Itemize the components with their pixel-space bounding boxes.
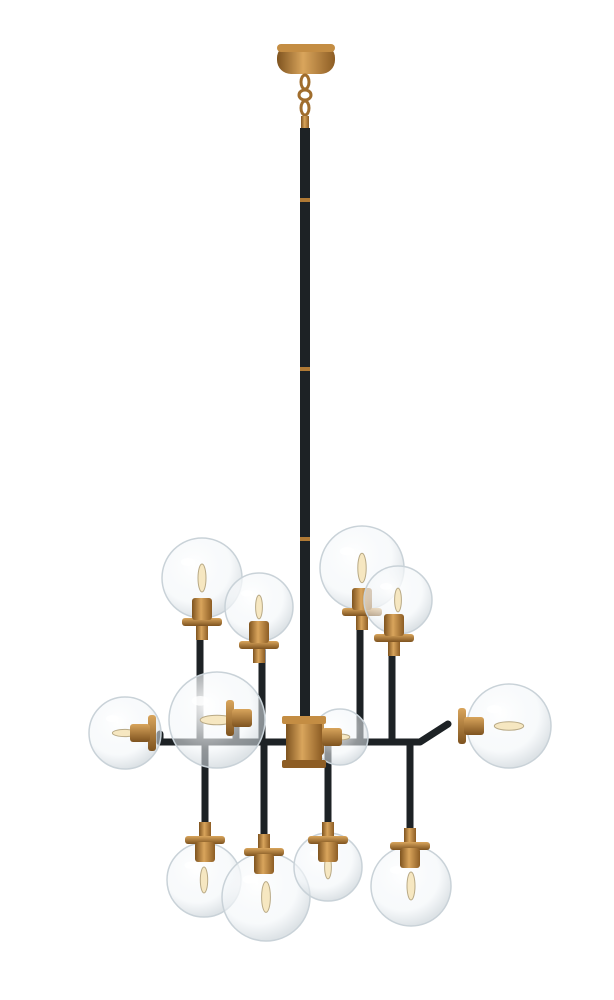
globe-4 <box>363 565 433 656</box>
globe-11 <box>293 822 363 902</box>
ceiling-canopy <box>277 44 335 74</box>
glass-highlight <box>242 875 259 884</box>
glass-highlight <box>325 723 336 729</box>
socket-2 <box>239 621 279 663</box>
glass-highlight <box>379 583 393 590</box>
socket-8 <box>458 708 484 744</box>
socket-5 <box>130 715 156 751</box>
socket-6 <box>226 700 252 736</box>
globe-6 <box>168 671 266 769</box>
glass-highlight <box>184 861 198 869</box>
candle-bulb <box>261 881 271 913</box>
candle-bulb <box>199 866 209 894</box>
glass-highlight <box>180 558 196 566</box>
glass-highlight <box>486 705 502 714</box>
glass-globes <box>88 525 552 942</box>
hanging-chain <box>297 73 313 128</box>
socket-1 <box>182 598 222 640</box>
central-hub <box>282 716 326 768</box>
glass-highlight <box>191 696 209 706</box>
candle-bulb <box>197 563 207 593</box>
glass-highlight <box>339 547 355 556</box>
globe-12 <box>370 828 452 927</box>
socket-9 <box>185 822 225 862</box>
socket-12 <box>390 828 430 868</box>
globe-5 <box>88 696 162 770</box>
globe-8 <box>458 683 552 769</box>
globe-1 <box>161 537 243 640</box>
candle-bulb <box>255 594 263 620</box>
socket-4 <box>374 614 414 656</box>
candle-bulb <box>394 587 402 613</box>
downrod <box>300 128 310 728</box>
socket-11 <box>308 822 348 862</box>
globe-2 <box>224 572 294 663</box>
candle-bulb <box>493 721 525 731</box>
socket-10 <box>244 834 284 874</box>
glass-highlight <box>240 590 254 597</box>
candle-bulb <box>406 871 416 901</box>
glass-highlight <box>389 866 405 874</box>
glass-highlight <box>105 715 119 723</box>
candle-bulb <box>357 552 367 584</box>
globe-10 <box>221 834 311 942</box>
